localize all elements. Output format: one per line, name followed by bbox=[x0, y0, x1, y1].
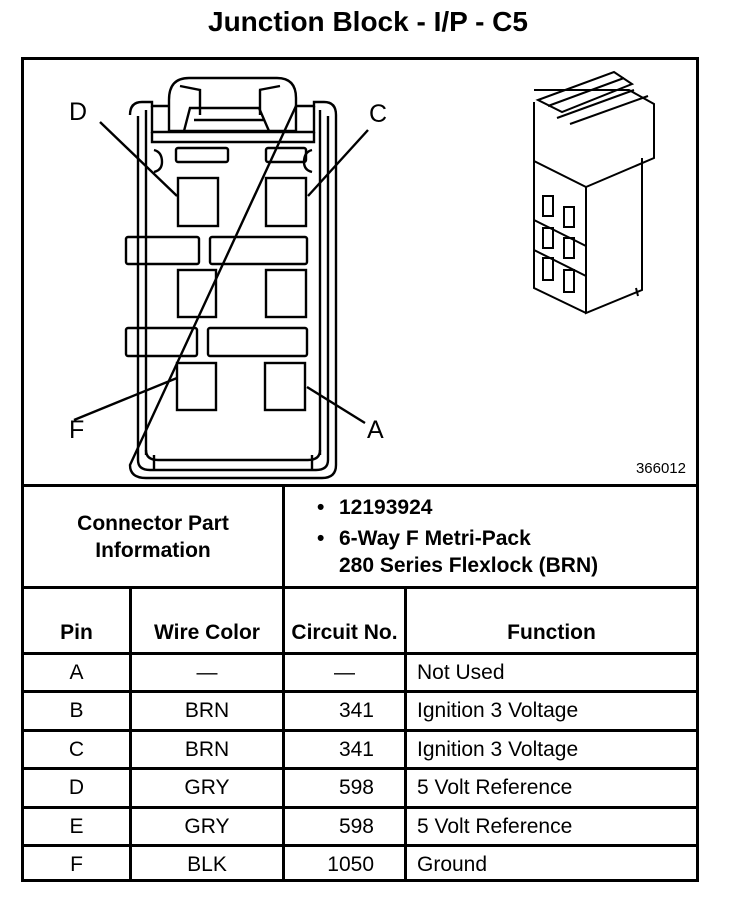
iso-notch bbox=[635, 287, 639, 297]
cell-function: Not Used bbox=[417, 660, 505, 684]
cell-pin: C bbox=[68, 737, 85, 761]
iso-top-edge bbox=[533, 102, 587, 188]
cell-function: Ignition 3 Voltage bbox=[417, 699, 579, 722]
cell-circuit-no: 1050 bbox=[327, 853, 374, 876]
iso-cavity bbox=[563, 237, 575, 259]
cell-pin: F bbox=[70, 853, 83, 876]
bottom-ticks bbox=[152, 455, 314, 470]
iso-right-face bbox=[534, 89, 655, 315]
cell-circuit-no: — bbox=[334, 660, 355, 684]
header-pin: Pin bbox=[60, 621, 93, 644]
connector-info-label: Connector Part Information bbox=[77, 511, 229, 562]
iso-front-face bbox=[533, 161, 587, 314]
cell-pin: D bbox=[68, 776, 85, 799]
page-title: Junction Block - I/P - C5 bbox=[208, 6, 528, 37]
cell-wire-color: BLK bbox=[187, 853, 227, 876]
connector-face-view bbox=[73, 76, 369, 480]
top-bar-lower bbox=[150, 132, 316, 144]
connector-isometric-view bbox=[533, 70, 655, 315]
row-divider bbox=[24, 767, 696, 770]
connector-diagram-frame: D C F A 366012 Connector Par bbox=[21, 57, 699, 882]
col-divider-circuit bbox=[404, 586, 407, 880]
connector-info-item: •12193924 bbox=[317, 496, 433, 519]
latch-detail bbox=[179, 84, 281, 115]
header-circuit-no: Circuit No. bbox=[291, 621, 398, 644]
row-divider bbox=[24, 806, 696, 809]
iso-cavity bbox=[542, 257, 554, 281]
upper-slot-left bbox=[174, 146, 230, 164]
cell-wire-color: GRY bbox=[184, 814, 230, 838]
top-bar bbox=[150, 106, 316, 134]
connector-drawing: D C F A bbox=[69, 70, 655, 480]
col-divider-info bbox=[282, 484, 285, 880]
pin-callout-d: D bbox=[69, 98, 87, 126]
cell-circuit-no: 341 bbox=[338, 699, 374, 722]
cavity-c bbox=[264, 176, 308, 228]
crossbar-1-left bbox=[124, 235, 201, 266]
cavity-b bbox=[264, 268, 308, 319]
latch-ramp bbox=[182, 106, 271, 132]
leader-line-c bbox=[307, 129, 369, 197]
row-divider bbox=[24, 690, 696, 693]
header-wire-color: Wire Color bbox=[154, 621, 260, 644]
cavity-e bbox=[176, 268, 218, 319]
pin-callout-c: C bbox=[369, 100, 387, 128]
cell-function: Ignition 3 Voltage bbox=[417, 737, 579, 761]
leader-line-d bbox=[99, 121, 178, 197]
cell-wire-color: GRY bbox=[184, 776, 230, 799]
leader-line-f bbox=[73, 376, 178, 422]
cell-circuit-no: 598 bbox=[338, 776, 374, 799]
row-divider bbox=[24, 729, 696, 732]
cell-pin: A bbox=[69, 660, 84, 684]
cell-pin: E bbox=[69, 814, 84, 838]
cavity-d bbox=[176, 176, 220, 228]
cell-function: 5 Volt Reference bbox=[417, 776, 573, 799]
iso-latch bbox=[535, 70, 635, 114]
iso-cavity bbox=[542, 195, 554, 217]
pin-callout-f: F bbox=[69, 416, 84, 444]
iso-cavity bbox=[563, 206, 575, 228]
cavity-a bbox=[263, 361, 307, 412]
cavity-f bbox=[175, 361, 218, 412]
leader-line-a bbox=[306, 385, 366, 425]
upper-slot-right bbox=[264, 146, 308, 164]
cell-wire-color: — bbox=[196, 660, 218, 684]
cell-function: 5 Volt Reference bbox=[417, 814, 573, 838]
outer-shell bbox=[128, 100, 338, 480]
cell-circuit-no: 598 bbox=[338, 814, 374, 838]
row-divider bbox=[24, 844, 696, 847]
pin-callout-a: A bbox=[367, 416, 384, 444]
crossbar-2-right bbox=[206, 326, 309, 358]
cell-wire-color: BRN bbox=[184, 699, 230, 722]
figure-number: 366012 bbox=[635, 460, 686, 477]
crossbar-1-right bbox=[208, 235, 309, 266]
divider-info-table bbox=[24, 586, 696, 589]
divider-header-rows bbox=[24, 652, 696, 655]
divider-drawing-info bbox=[24, 484, 696, 487]
iso-rows bbox=[533, 219, 587, 277]
inner-shell bbox=[136, 116, 330, 472]
cell-wire-color: BRN bbox=[184, 737, 230, 761]
lock-left bbox=[153, 148, 164, 174]
iso-latch-ribs bbox=[547, 77, 649, 125]
crossbar-2-left bbox=[124, 326, 199, 358]
iso-cavity bbox=[563, 269, 575, 293]
cell-function: Ground bbox=[417, 853, 488, 876]
bottom-rim bbox=[144, 449, 322, 462]
col-divider-pin bbox=[129, 586, 132, 880]
header-function: Function bbox=[507, 621, 596, 644]
cell-pin: B bbox=[69, 699, 84, 722]
latch-housing bbox=[167, 76, 298, 133]
iso-cavity bbox=[542, 227, 554, 249]
cell-circuit-no: 341 bbox=[338, 737, 374, 761]
